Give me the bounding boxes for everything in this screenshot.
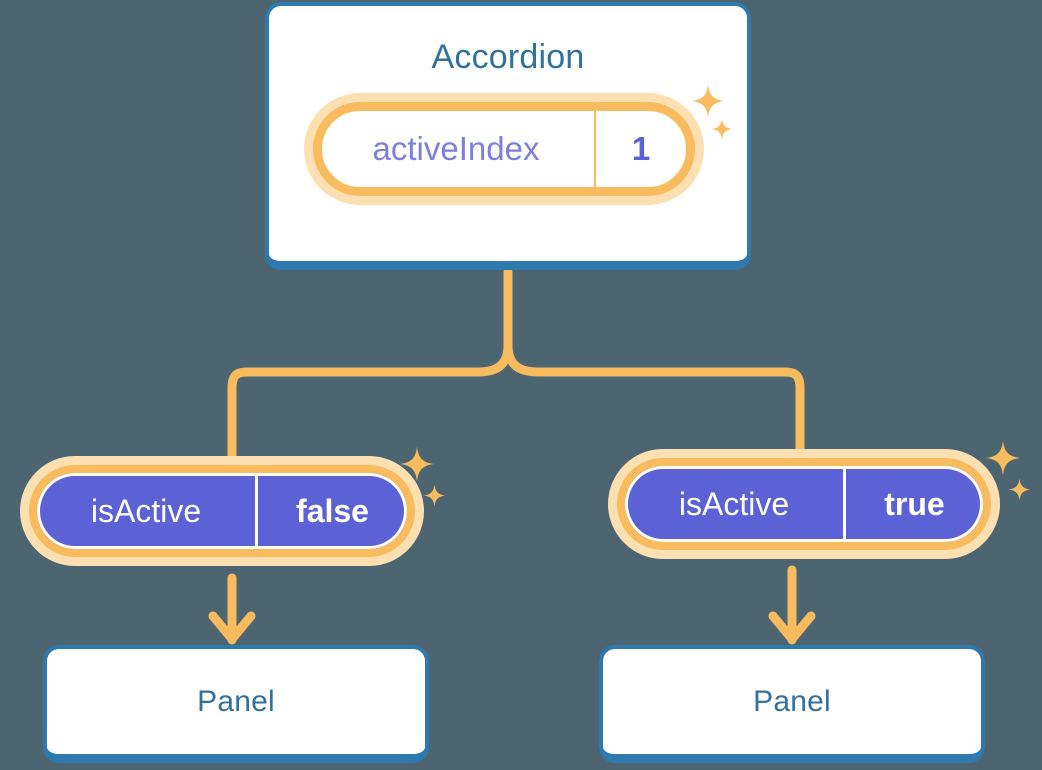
- arrowhead-right: [768, 611, 816, 644]
- state-pill-is-active-false[interactable]: isActive false: [29, 465, 415, 557]
- accordion-title: Accordion: [431, 38, 585, 76]
- pill-body: isActive true: [617, 458, 991, 550]
- sparkle-icon: [711, 118, 733, 140]
- panel-title: Panel: [197, 684, 275, 718]
- state-key: activeIndex: [372, 130, 540, 167]
- state-value: false: [255, 473, 407, 549]
- sparkle-icon: [399, 446, 435, 482]
- sparkle-icon: [423, 484, 446, 507]
- sparkle-icon: [985, 440, 1021, 476]
- sparkle-icon: [1008, 478, 1031, 501]
- state-value: true: [843, 466, 983, 542]
- connector-branch-left: [227, 340, 513, 473]
- sparkle-icon: [691, 84, 725, 118]
- state-pill-is-active-true[interactable]: isActive true: [617, 458, 991, 550]
- panel-node-left[interactable]: Panel: [43, 645, 429, 763]
- connector-branch-right: [503, 340, 805, 467]
- state-key: isActive: [90, 492, 202, 529]
- state-value: 1: [594, 111, 686, 187]
- pill-body: activeIndex 1: [313, 102, 695, 196]
- arrowhead-left: [208, 611, 256, 644]
- pill-body: isActive false: [29, 465, 415, 557]
- state-pill-active-index[interactable]: activeIndex 1: [313, 102, 695, 196]
- panel-title: Panel: [753, 684, 831, 718]
- state-key: isActive: [678, 485, 790, 522]
- panel-node-right[interactable]: Panel: [599, 645, 985, 763]
